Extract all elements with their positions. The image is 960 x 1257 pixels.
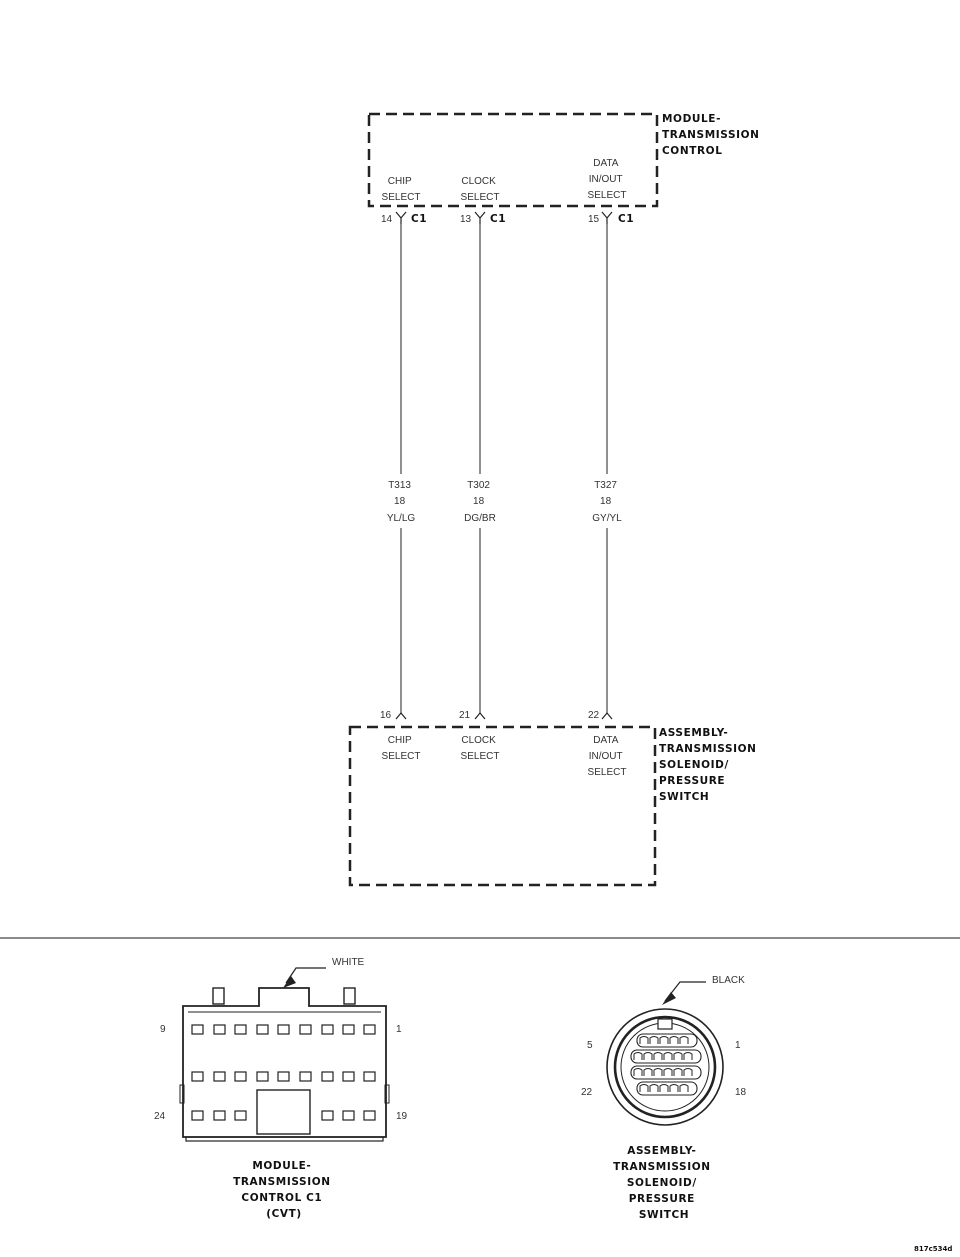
cavity	[653, 1052, 663, 1060]
cavity	[299, 1024, 312, 1035]
cavity	[277, 1024, 290, 1035]
tcm-c1-pin-bottom-left: 24	[154, 1111, 166, 1122]
cavity	[679, 1084, 689, 1092]
tcm-connector-id: C1	[490, 213, 506, 225]
tcm-c1-color-label: WHITE	[332, 957, 365, 968]
cavity	[653, 1068, 663, 1076]
solenoid-title: ASSEMBLY- TRANSMISSION SOLENOID/ PRESSUR…	[659, 727, 761, 803]
cavity	[673, 1052, 683, 1060]
cavity	[213, 1024, 226, 1035]
solenoid-conn-pin-bottom-left: 22	[581, 1087, 593, 1098]
solenoid-conn-pin-top-left: 5	[587, 1040, 593, 1051]
cavity	[669, 1036, 679, 1044]
solenoid-box	[348, 725, 657, 887]
cavity-row	[630, 1065, 702, 1080]
cavity	[234, 1024, 247, 1035]
tcm-connector-id: C1	[411, 213, 427, 225]
wire-label-t313: T313 18 YL/LG	[387, 480, 416, 524]
tcm-c1-cavities	[191, 1024, 376, 1121]
cavity	[643, 1052, 653, 1060]
tcm-pin-num: 13	[460, 214, 472, 225]
cavity	[659, 1036, 669, 1044]
cavity	[234, 1071, 247, 1082]
cavity	[342, 1024, 355, 1035]
cavity	[643, 1068, 653, 1076]
cavity	[363, 1024, 376, 1035]
solenoid-conn-pin-bottom-right: 18	[735, 1087, 747, 1098]
cavity	[663, 1068, 673, 1076]
tcm-pin-label-chip-select: CHIP SELECT	[382, 176, 421, 203]
tcm-connector-id: C1	[618, 213, 634, 225]
solenoid-pin-num: 21	[459, 710, 471, 721]
cavity-row	[636, 1081, 698, 1096]
cavity	[299, 1071, 312, 1082]
solenoid-pin-label-data-select: DATA IN/OUT SELECT	[588, 735, 627, 778]
cavity	[256, 1071, 269, 1082]
cavity	[673, 1068, 683, 1076]
cavity	[213, 1071, 226, 1082]
solenoid-pin-label-clock-select: CLOCK SELECT	[461, 735, 500, 762]
tcm-title: MODULE- TRANSMISSION CONTROL	[662, 113, 764, 157]
wire-label-t327: T327 18 GY/YL	[592, 480, 622, 524]
solenoid-conn-caption: ASSEMBLY- TRANSMISSION SOLENOID/ PRESSUR…	[613, 1145, 715, 1221]
cavity	[234, 1110, 247, 1121]
cavity	[633, 1052, 643, 1060]
tcm-c1-caption: MODULE- TRANSMISSION CONTROL C1 (CVT)	[233, 1160, 335, 1220]
female-terminal-icon	[474, 712, 486, 720]
tcm-box	[367, 112, 659, 208]
male-terminal-icon	[474, 211, 486, 224]
solenoid-conn-pin-top-right: 1	[735, 1040, 741, 1051]
cavity	[277, 1071, 290, 1082]
tcm-c1-pin-top-left: 9	[160, 1024, 166, 1035]
solenoid-conn-color-label: BLACK	[712, 975, 745, 986]
cavity	[649, 1036, 659, 1044]
cavity	[342, 1110, 355, 1121]
cavity	[256, 1024, 269, 1035]
cavity	[663, 1052, 673, 1060]
solenoid-pin-label-chip-select: CHIP SELECT	[382, 735, 421, 762]
tcm-c1-connector-view: WHITE 9 1 24 19 MODULE- TRANSMISSION CON…	[154, 957, 408, 1220]
cavity-row	[636, 1033, 698, 1048]
cavity	[683, 1068, 693, 1076]
cavity	[639, 1036, 649, 1044]
cavity	[649, 1084, 659, 1092]
cavity	[191, 1110, 204, 1121]
solenoid-pin-num: 16	[380, 710, 392, 721]
male-terminal-icon	[395, 211, 407, 224]
cavity	[363, 1071, 376, 1082]
tcm-c1-pin-top-right: 1	[396, 1024, 402, 1035]
cavity	[342, 1071, 355, 1082]
solenoid-connector-view: BLACK 5 1 22 18 ASSEMBLY- TRANSMISSION S…	[581, 975, 747, 1221]
solenoid-pin-num: 22	[588, 710, 600, 721]
figure-id: 817c534d	[914, 1245, 952, 1253]
female-terminal-icon	[395, 712, 407, 720]
cavity	[321, 1110, 334, 1121]
cavity	[321, 1071, 334, 1082]
cavity-row	[630, 1049, 702, 1064]
cavity	[213, 1110, 226, 1121]
cavity	[679, 1036, 689, 1044]
tcm-pin-label-data-select: DATA IN/OUT SELECT	[588, 158, 627, 201]
solenoid-cavities	[630, 1033, 702, 1096]
tcm-c1-pin-bottom-right: 19	[396, 1111, 408, 1122]
cavity	[363, 1110, 376, 1121]
cavity	[659, 1084, 669, 1092]
cavity	[633, 1068, 643, 1076]
cavity	[639, 1084, 649, 1092]
cavity	[191, 1024, 204, 1035]
cavity	[191, 1071, 204, 1082]
wire-label-t302: T302 18 DG/BR	[464, 480, 496, 524]
cavity	[683, 1052, 693, 1060]
tcm-pin-label-clock-select: CLOCK SELECT	[461, 176, 500, 203]
cavity	[321, 1024, 334, 1035]
tcm-pin-num: 15	[588, 214, 600, 225]
male-terminal-icon	[601, 211, 613, 224]
cavity	[669, 1084, 679, 1092]
tcm-pin-num: 14	[381, 214, 393, 225]
female-terminal-icon	[601, 712, 613, 720]
